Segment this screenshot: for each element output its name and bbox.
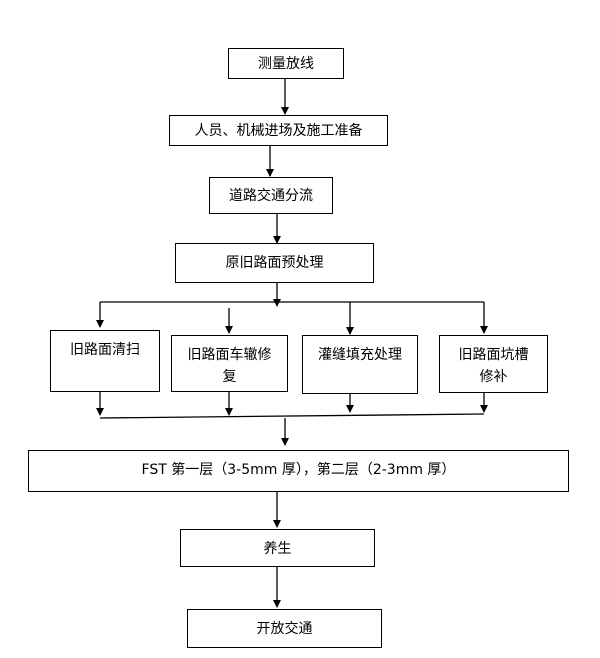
branch-pothole-repair-label: 旧路面坑槽 修补	[459, 344, 529, 388]
step-curing-label: 养生	[263, 541, 292, 557]
branch-rut-repair-label-line1: 旧路面车辙修	[187, 347, 272, 363]
step-personnel-mobilization-label: 人员、机械进场及施工准备	[194, 122, 363, 139]
merge-horizontal-line	[99, 413, 485, 419]
step-traffic-diversion-label: 道路交通分流	[229, 187, 313, 204]
step-old-pavement-pretreatment-label: 原旧路面预处理	[225, 255, 324, 271]
step-survey-layout-label: 测量放线	[258, 55, 314, 72]
step-open-traffic-label: 开放交通	[256, 620, 313, 637]
branch-rut-repair-label: 旧路面车辙修 复	[188, 344, 272, 388]
branch-rut-repair: 旧路面车辙修 复	[171, 335, 288, 392]
branch-pothole-repair: 旧路面坑槽 修补	[439, 335, 548, 393]
step-fst-layers-label: FST 第一层（3-5mm 厚），第二层（2-3mm 厚）	[141, 462, 456, 478]
step-old-pavement-pretreatment: 原旧路面预处理	[175, 243, 374, 283]
branch-crack-sealing-label: 灌缝填充处理	[318, 347, 402, 363]
step-survey-layout: 测量放线	[228, 48, 344, 79]
branch-pothole-repair-label-line1: 旧路面坑槽	[458, 347, 529, 363]
step-open-traffic: 开放交通	[187, 609, 382, 648]
step-personnel-mobilization: 人员、机械进场及施工准备	[169, 115, 388, 146]
branch-crack-sealing: 灌缝填充处理	[302, 335, 418, 394]
branch-pothole-repair-label-line2: 修补	[479, 369, 508, 385]
branch-old-pavement-cleaning-label: 旧路面清扫	[70, 342, 140, 358]
step-curing: 养生	[180, 529, 375, 567]
branch-rut-repair-label-line2: 复	[222, 369, 237, 385]
branch-old-pavement-cleaning: 旧路面清扫	[50, 330, 160, 392]
step-fst-layers: FST 第一层（3-5mm 厚），第二层（2-3mm 厚）	[28, 450, 569, 492]
step-traffic-diversion: 道路交通分流	[209, 177, 333, 214]
